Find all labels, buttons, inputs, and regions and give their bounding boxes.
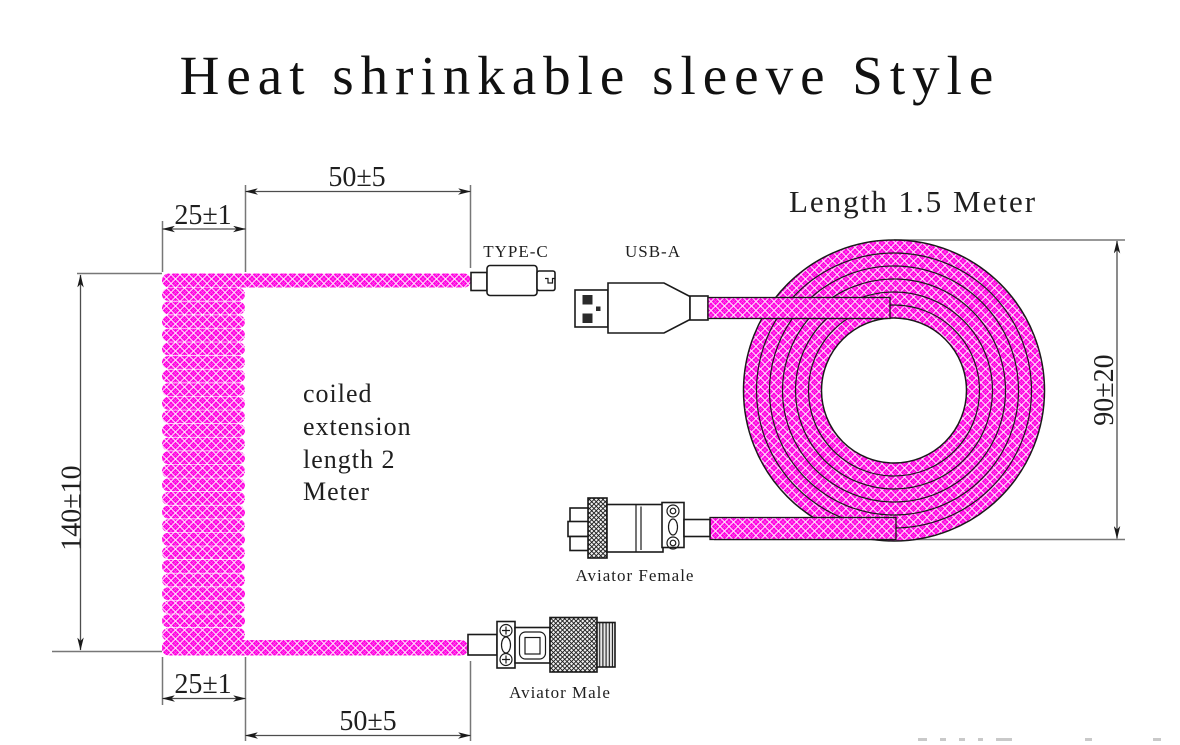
- type-c-body: [486, 264, 538, 297]
- male-thread-tip: [596, 621, 616, 668]
- coil-turn: [162, 396, 245, 410]
- coil-turn: [162, 505, 245, 519]
- circle-hole: [820, 317, 968, 464]
- cable-circle: [707, 239, 1046, 542]
- coil-turn: [162, 301, 245, 315]
- aviator-male-connector: [467, 616, 616, 673]
- coil-turn: [162, 628, 245, 641]
- type-c-label: TYPE-C: [483, 242, 549, 261]
- coil-body: [162, 288, 245, 641]
- dim-tail-bottom: 50±5: [339, 706, 396, 737]
- aviator-male-label: Aviator Male: [509, 683, 611, 702]
- usb-a-overmold: [607, 282, 691, 334]
- coil-turn: [162, 437, 245, 451]
- coil-turn: [162, 573, 245, 587]
- female-knurl-ring: [587, 497, 608, 559]
- usb-a-connector: [574, 282, 709, 334]
- coiled-section: [162, 273, 471, 656]
- coil-turn: [162, 614, 245, 628]
- cable-length-label: Length 1.5 Meter: [789, 184, 1037, 219]
- male-knurl-body: [549, 616, 598, 673]
- male-barrel: [514, 626, 551, 664]
- coil-turn: [162, 342, 245, 356]
- coil-note-line4: Meter: [303, 477, 370, 506]
- coil-turn: [162, 492, 245, 505]
- usb-a-tail: [689, 295, 709, 321]
- coil-turn: [162, 532, 245, 546]
- type-c-connector: [470, 264, 556, 297]
- usb-a-dot: [596, 306, 601, 311]
- coil-turn: [162, 424, 245, 437]
- coil-turn: [162, 600, 245, 614]
- usb-a-contact: [582, 295, 593, 305]
- female-pin: [569, 535, 590, 552]
- dim-coil-width-top: 25±1: [174, 200, 231, 231]
- coil-turn: [162, 383, 245, 397]
- coil-turn: [162, 451, 245, 465]
- coil-turn: [162, 356, 245, 369]
- aviator-female-label: Aviator Female: [576, 566, 695, 585]
- coil-turn: [162, 328, 245, 342]
- coil-top-cable: [162, 273, 471, 288]
- type-c-strain-relief: [470, 271, 488, 292]
- coil-note-line1: coiled: [303, 379, 373, 408]
- page-title: Heat shrinkable sleeve Style: [179, 45, 1001, 106]
- female-pin: [569, 507, 590, 523]
- usb-a-label: USB-A: [625, 242, 681, 261]
- coil-bottom-cable: [162, 640, 468, 656]
- coil-note-line2: extension: [303, 412, 412, 441]
- female-cable: [709, 516, 897, 541]
- coil-turn: [162, 587, 245, 601]
- coil-note-line3: length 2: [303, 445, 396, 474]
- coil-turn: [162, 546, 245, 560]
- coil-turn: [162, 315, 245, 329]
- type-c-plug: [536, 270, 556, 292]
- coil-turn: [162, 369, 245, 383]
- dim-coil-height: 140±10: [57, 465, 88, 550]
- watermark: [918, 737, 1180, 741]
- coil-turn: [162, 560, 245, 573]
- coil-turn: [162, 410, 245, 424]
- coil-turn: [162, 478, 245, 492]
- dim-circle-height: 90±20: [1089, 354, 1120, 425]
- dim-coil-width-bottom: 25±1: [174, 669, 231, 700]
- coil-turn: [162, 519, 245, 533]
- usb-a-cable: [707, 296, 891, 320]
- male-cable-end: [467, 633, 498, 656]
- female-cable-end: [683, 518, 711, 538]
- female-barrel: [606, 503, 664, 553]
- coil-turn: [162, 464, 245, 478]
- aviator-female-connector: [567, 497, 711, 559]
- usb-a-contact: [582, 313, 593, 323]
- dim-tail-top: 50±5: [328, 162, 385, 193]
- type-c-plug-notch: [545, 277, 556, 284]
- coil-turn: [162, 288, 245, 301]
